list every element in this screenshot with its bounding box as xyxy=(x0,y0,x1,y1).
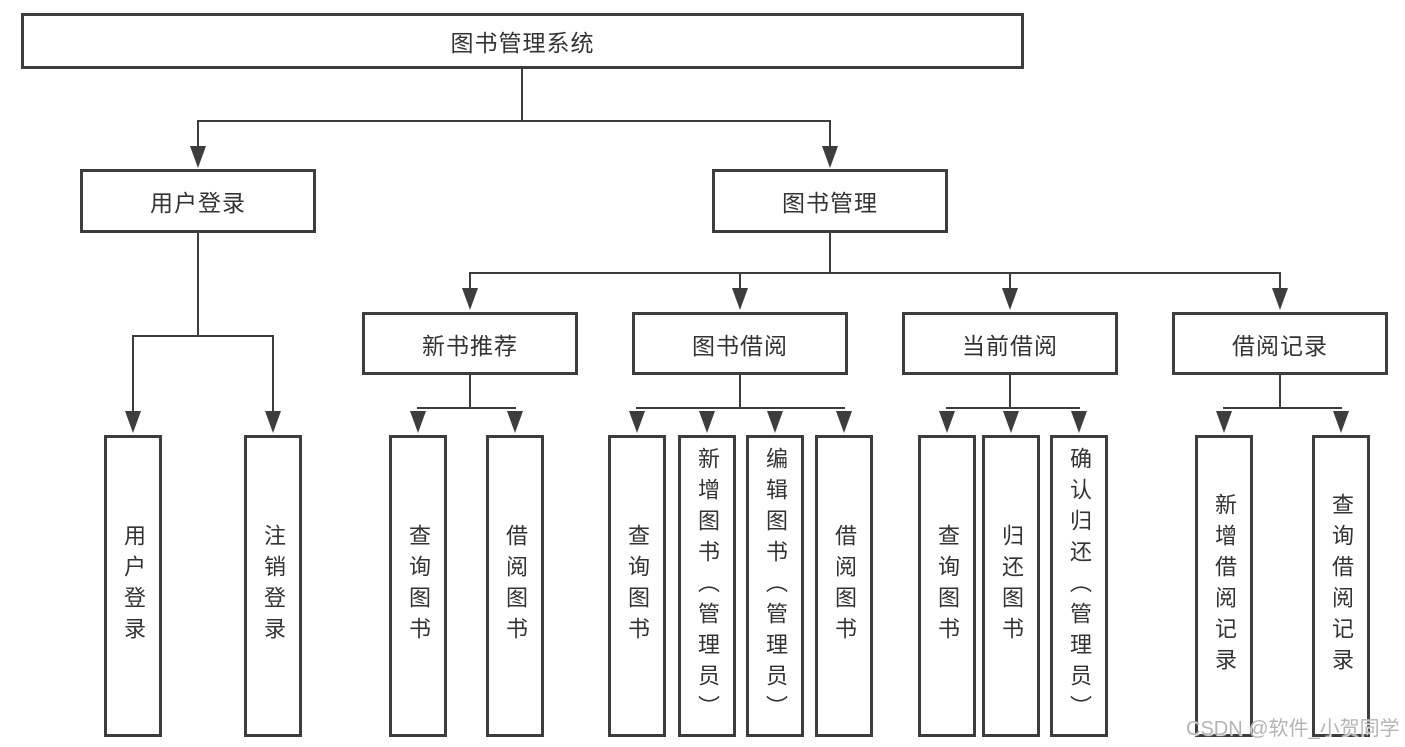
arrow-down-icon xyxy=(125,411,141,433)
node-user-login: 用户登录 xyxy=(80,169,316,233)
leaf-newbook-borrow-books: 借阅图书 xyxy=(486,435,544,737)
leaf-current-search-books: 查询图书 xyxy=(918,435,976,737)
leaf-current-confirm-return-admin: 确认归还（管理员） xyxy=(1050,435,1108,737)
node-borrow-records: 借阅记录 xyxy=(1172,312,1388,375)
node-book-borrowing-label: 图书借阅 xyxy=(692,332,788,359)
connector-line xyxy=(1009,272,1011,292)
leaf-newbook-search-books-label: 查询图书 xyxy=(406,524,431,648)
arrow-down-icon xyxy=(410,411,426,433)
connector-line xyxy=(197,120,199,152)
leaf-records-search-record: 查询借阅记录 xyxy=(1312,435,1370,737)
connector-line xyxy=(197,120,831,122)
connector-line xyxy=(1009,375,1011,409)
node-new-book-recommend: 新书推荐 xyxy=(362,312,578,375)
connector-line xyxy=(1279,272,1281,292)
leaf-borrowing-search-books-label: 查询图书 xyxy=(625,524,650,648)
leaf-current-confirm-return-admin-label: 确认归还（管理员） xyxy=(1067,446,1092,726)
connector-line xyxy=(739,375,741,409)
leaf-logout: 注销登录 xyxy=(244,435,302,737)
node-current-borrowing-label: 当前借阅 xyxy=(962,332,1058,359)
leaf-current-return-books-label: 归还图书 xyxy=(999,524,1024,648)
connector-line xyxy=(1279,375,1281,409)
connector-line xyxy=(739,272,741,292)
arrow-down-icon xyxy=(699,411,715,433)
connector-line xyxy=(272,335,274,415)
arrow-down-icon xyxy=(462,288,478,310)
arrow-down-icon xyxy=(1333,411,1349,433)
connector-line xyxy=(417,407,516,409)
arrow-down-icon xyxy=(767,411,783,433)
leaf-borrowing-add-books-admin-label: 新增图书（管理员） xyxy=(695,446,720,726)
csdn-watermark: CSDN @软件_小贺同学 xyxy=(1186,718,1400,740)
leaf-newbook-search-books: 查询图书 xyxy=(389,435,447,737)
arrow-down-icon xyxy=(265,411,281,433)
arrow-down-icon xyxy=(629,411,645,433)
connector-line xyxy=(829,120,831,152)
leaf-records-add-record: 新增借阅记录 xyxy=(1195,435,1253,737)
arrow-down-icon xyxy=(507,411,523,433)
connector-line xyxy=(521,69,523,120)
arrow-down-icon xyxy=(732,288,748,310)
node-new-book-recommend-label: 新书推荐 xyxy=(422,332,518,359)
node-library-system-label: 图书管理系统 xyxy=(450,30,595,56)
leaf-borrowing-add-books-admin: 新增图书（管理员） xyxy=(678,435,736,737)
arrow-down-icon xyxy=(190,146,206,168)
connector-line xyxy=(132,335,134,415)
arrow-down-icon xyxy=(1272,288,1288,310)
arrow-down-icon xyxy=(822,146,838,168)
leaf-current-return-books: 归还图书 xyxy=(982,435,1040,737)
node-book-management-label: 图书管理 xyxy=(782,190,878,216)
connector-line xyxy=(469,272,1281,274)
leaf-user-login: 用户登录 xyxy=(104,435,162,737)
connector-line xyxy=(946,407,1080,409)
connector-line xyxy=(197,233,199,337)
leaf-borrowing-borrow-books: 借阅图书 xyxy=(815,435,873,737)
node-current-borrowing: 当前借阅 xyxy=(902,312,1118,375)
node-book-management: 图书管理 xyxy=(712,169,948,233)
arrow-down-icon xyxy=(836,411,852,433)
leaf-current-search-books-label: 查询图书 xyxy=(935,524,960,648)
connector-line xyxy=(636,407,845,409)
leaf-borrowing-borrow-books-label: 借阅图书 xyxy=(832,524,857,648)
node-book-borrowing: 图书借阅 xyxy=(632,312,848,375)
node-borrow-records-label: 借阅记录 xyxy=(1232,332,1328,359)
arrow-down-icon xyxy=(1216,411,1232,433)
leaf-logout-label: 注销登录 xyxy=(261,524,286,648)
leaf-borrowing-edit-books-admin: 编辑图书（管理员） xyxy=(746,435,804,737)
connector-line xyxy=(469,272,471,292)
leaf-records-search-record-label: 查询借阅记录 xyxy=(1329,493,1354,679)
leaf-newbook-borrow-books-label: 借阅图书 xyxy=(503,524,528,648)
arrow-down-icon xyxy=(1003,411,1019,433)
leaf-borrowing-edit-books-admin-label: 编辑图书（管理员） xyxy=(763,446,788,726)
leaf-user-login-label: 用户登录 xyxy=(121,524,146,648)
connector-line xyxy=(1223,407,1342,409)
arrow-down-icon xyxy=(1071,411,1087,433)
leaf-records-add-record-label: 新增借阅记录 xyxy=(1212,493,1237,679)
connector-line xyxy=(132,335,274,337)
connector-line xyxy=(469,375,471,409)
arrow-down-icon xyxy=(1002,288,1018,310)
node-library-system: 图书管理系统 xyxy=(21,13,1024,69)
leaf-borrowing-search-books: 查询图书 xyxy=(608,435,666,737)
arrow-down-icon xyxy=(939,411,955,433)
node-user-login-label: 用户登录 xyxy=(150,190,246,216)
connector-line xyxy=(829,233,831,274)
